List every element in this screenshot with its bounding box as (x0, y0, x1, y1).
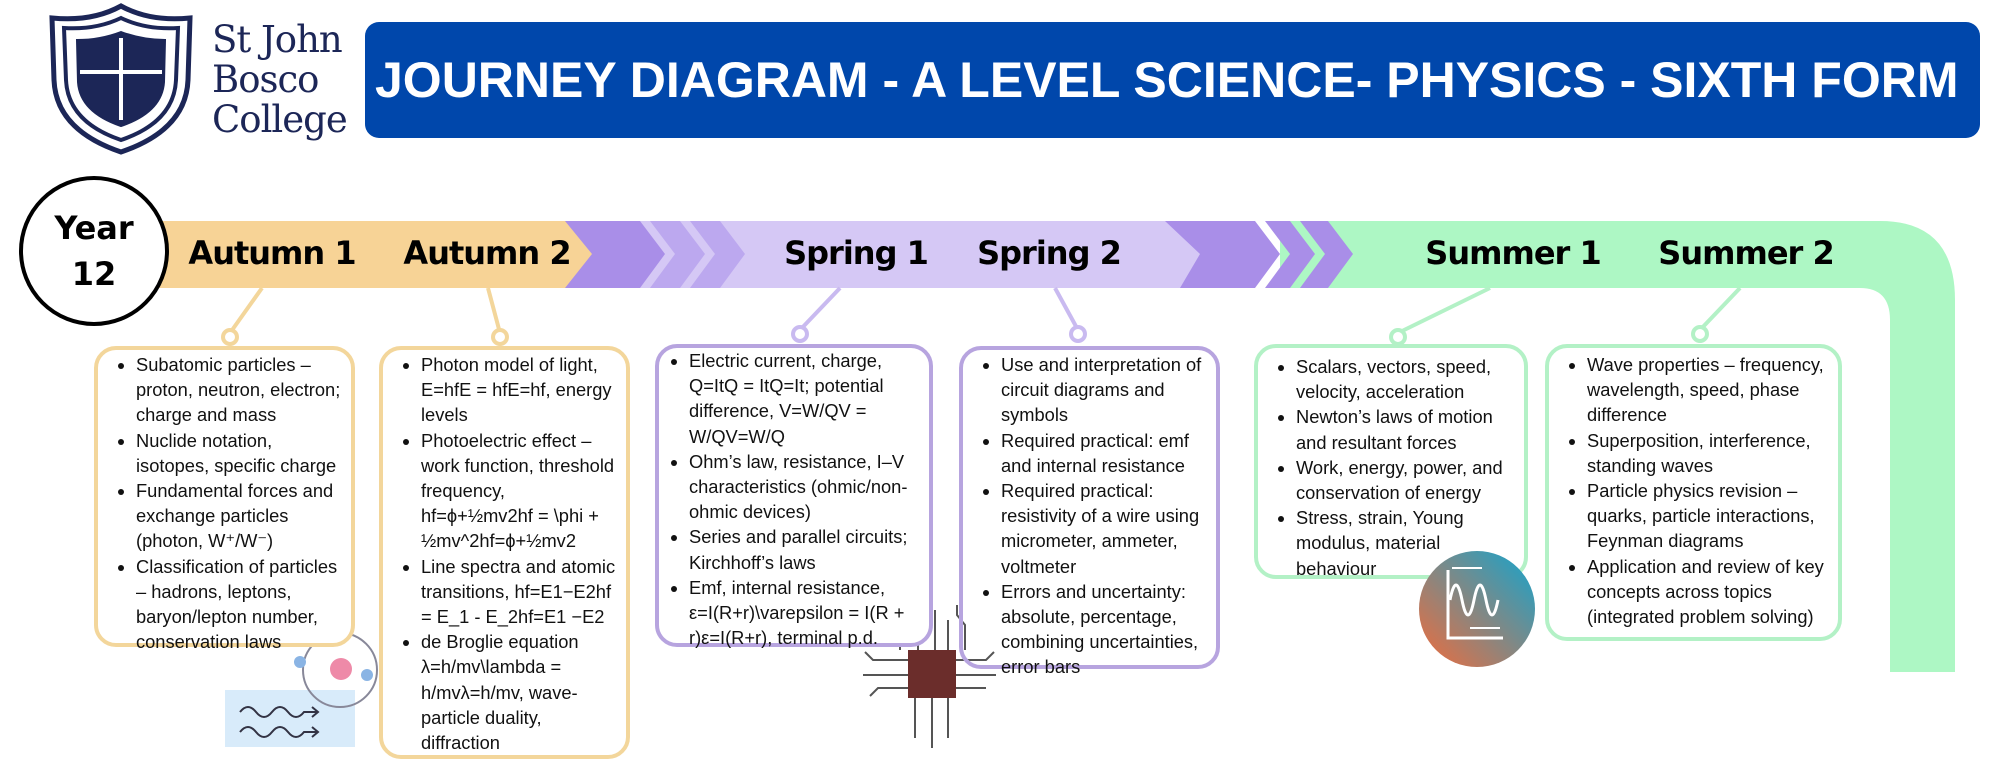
topic-box-summer-2: Wave properties – frequency, wavelength,… (1545, 344, 1842, 641)
topic-item: Application and review of key concepts a… (1587, 554, 1832, 630)
topic-item: Photon model of light, E=hfE = hfE=hf, e… (421, 352, 620, 428)
topic-item: Series and parallel circuits; Kirchhoff’… (689, 524, 923, 574)
term-label-spring-1: Spring 1 (784, 234, 929, 272)
topic-item: Scalars, vectors, speed, velocity, accel… (1296, 354, 1518, 404)
topic-item: Particle physics revision – quarks, part… (1587, 478, 1832, 554)
topic-item: Emf, internal resistance, ε=I(R+r)\varep… (689, 575, 923, 651)
spring-chevron-left (560, 221, 665, 288)
topic-item: Wave properties – frequency, wavelength,… (1587, 352, 1832, 428)
school-name-line: St John (212, 18, 343, 61)
title-banner: JOURNEY DIAGRAM - A LEVEL SCIENCE- PHYSI… (365, 22, 1980, 138)
term-label-autumn-1: Autumn 1 (188, 234, 356, 272)
topic-item: Newton’s laws of motion and resultant fo… (1296, 404, 1518, 454)
topic-box-autumn-1: Subatomic particles – proton, neutron, e… (94, 346, 355, 652)
school-name: St John Bosco College (212, 18, 348, 141)
summer-band (1280, 221, 1955, 672)
topic-item: Errors and uncertainty: absolute, percen… (1001, 579, 1210, 680)
topic-box-summer-1: Scalars, vectors, speed, velocity, accel… (1254, 344, 1528, 579)
year-badge: Year 12 (19, 176, 169, 326)
page-title: JOURNEY DIAGRAM - A LEVEL SCIENCE- PHYSI… (375, 52, 1959, 108)
school-crest-logo (49, 3, 193, 155)
term-label-spring-2: Spring 2 (977, 234, 1122, 272)
topic-item: Fundamental forces and exchange particle… (136, 478, 345, 554)
spring-chevron-right (1165, 221, 1280, 288)
term-label-summer-1: Summer 1 (1425, 234, 1601, 272)
topic-item: de Broglie equation λ=h/mv\lambda = h/mv… (421, 629, 620, 755)
school-name-line: Bosco (212, 58, 319, 101)
topic-item: Electric current, charge, Q=ItQ = ItQ=It… (689, 348, 923, 449)
autumn-band (150, 221, 592, 288)
topic-item: Subatomic particles – proton, neutron, e… (136, 352, 345, 428)
year-number: 12 (71, 255, 117, 293)
year-label: Year (54, 209, 134, 247)
school-name-line: College (212, 98, 348, 141)
topic-item: Required practical: resistivity of a wir… (1001, 478, 1210, 579)
topic-item: Required practical: emf and internal res… (1001, 428, 1210, 478)
term-label-autumn-2: Autumn 2 (403, 234, 571, 272)
topic-item: Ohm’s law, resistance, I–V characteristi… (689, 449, 923, 525)
topic-item: Use and interpretation of circuit diagra… (1001, 352, 1210, 428)
topic-box-spring-1: Electric current, charge, Q=ItQ = ItQ=It… (655, 344, 933, 648)
topic-item: Classification of particles – hadrons, l… (136, 554, 345, 655)
topic-box-spring-2: Use and interpretation of circuit diagra… (959, 346, 1220, 677)
topic-item: Nuclide notation, isotopes, specific cha… (136, 428, 345, 478)
topic-item: Photoelectric effect – work function, th… (421, 428, 620, 554)
topic-item: Line spectra and atomic transitions, hf=… (421, 554, 620, 630)
term-label-summer-2: Summer 2 (1658, 234, 1834, 272)
topic-box-autumn-2: Photon model of light, E=hfE = hfE=hf, e… (379, 346, 630, 759)
atom-wave-illustration (225, 632, 378, 747)
topic-item: Stress, strain, Young modulus, material … (1296, 505, 1518, 581)
topic-item: Work, energy, power, and conservation of… (1296, 455, 1518, 505)
topic-item: Superposition, interference, standing wa… (1587, 428, 1832, 478)
